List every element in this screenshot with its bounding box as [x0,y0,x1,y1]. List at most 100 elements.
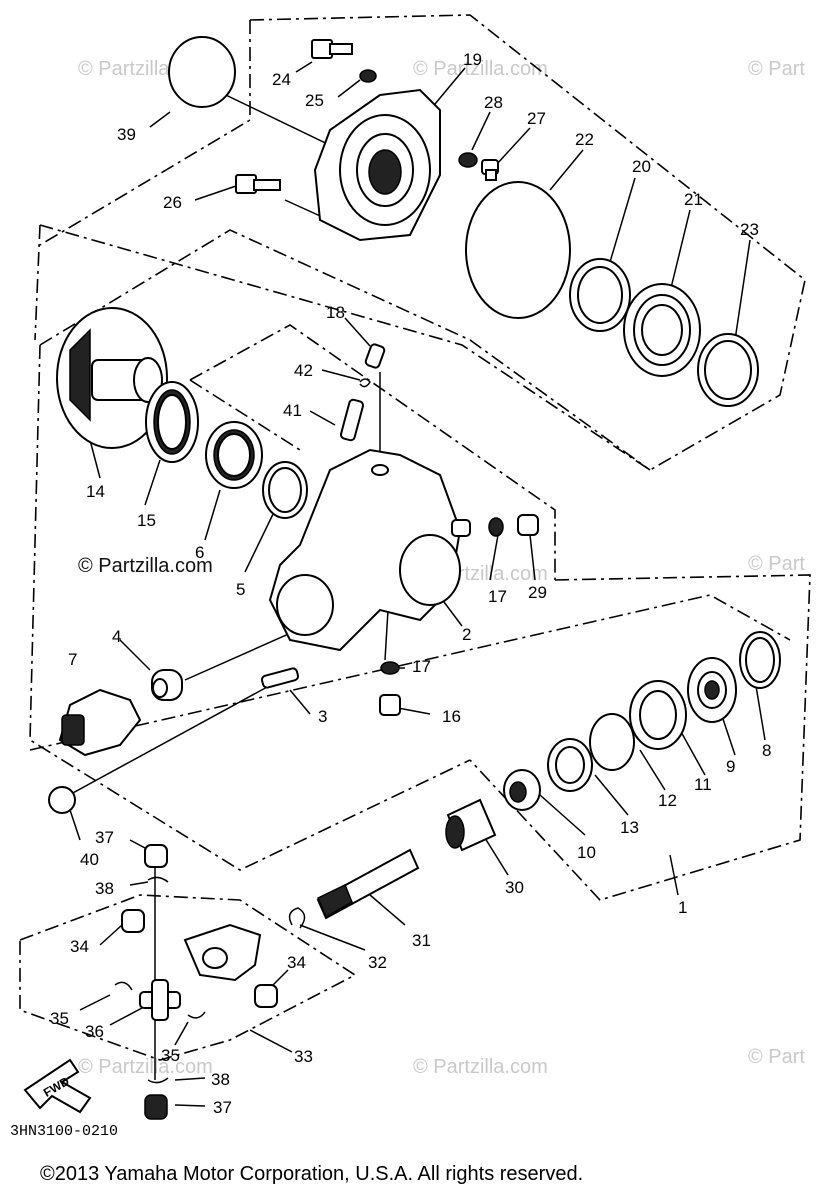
needle-bearing-30 [445,798,497,852]
watermark: © Partzilla.com [413,58,548,80]
callout-17: 17 [412,657,431,676]
clip-35-right [187,1011,206,1019]
seal-20 [569,258,631,332]
washer-28 [458,152,478,168]
callout-37: 37 [95,828,114,847]
callout-30: 30 [505,878,524,897]
pin-41 [339,398,365,442]
bearing-6 [205,421,263,489]
plug-27 [481,159,499,181]
bolt-24 [311,39,353,59]
shim-15 [145,381,199,463]
callout-5: 5 [236,580,245,599]
watermark-partial: © Part [748,553,805,575]
o-ring-39 [168,36,236,108]
clip-38-bottom [147,1077,169,1084]
washer-25 [359,69,377,83]
callout-12: 12 [658,791,677,810]
callout-21: 21 [684,190,703,209]
callout-40: 40 [80,850,99,869]
collar-10 [503,769,541,811]
callout-28: 28 [484,93,503,112]
shim-23 [697,333,759,407]
callout-41: 41 [283,401,302,420]
watermark: © Partzilla.com [413,1056,548,1078]
callout-38: 38 [95,879,114,898]
plug-16 [379,694,401,716]
watermark: © Partzilla.com [78,1056,213,1078]
bearing-retainer-11 [629,680,687,750]
callout-27: 27 [527,109,546,128]
watermark: © Partzilla.com [78,555,213,577]
bearing-cup-34-right [254,984,278,1008]
watermark-partial: © Part [748,1046,805,1068]
callout-15: 15 [137,511,156,530]
copyright-notice: ©2013 Yamaha Motor Corporation, U.S.A. A… [40,1163,583,1185]
gear-case-2 [268,448,471,652]
clip-38-top [147,876,169,883]
callout-34: 34 [287,953,306,972]
callout-24: 24 [272,70,291,89]
callout-1: 1 [678,898,687,917]
callout-17: 17 [488,587,507,606]
watermark-partial: © Part [748,58,805,80]
callout-38: 38 [211,1070,230,1089]
callout-3: 3 [318,707,327,726]
callout-35: 35 [161,1046,180,1065]
bearing-cup-37-bottom [144,1094,168,1120]
callout-33: 33 [294,1047,313,1066]
callout-36: 36 [85,1022,104,1041]
callout-29: 29 [528,583,547,602]
collar-4 [151,669,183,701]
o-ring-12 [589,713,635,771]
nut-40 [48,786,76,814]
callout-13: 13 [620,818,639,837]
fwd-arrow-icon: FWD [23,1058,92,1114]
bearing-cup-34-left [121,909,145,933]
clip-42 [359,378,371,388]
callout-23: 23 [740,220,759,239]
callout-10: 10 [577,843,596,862]
callout-22: 22 [575,130,594,149]
bolt-26 [235,174,281,194]
ring-gear-14 [56,307,168,449]
callout-35: 35 [50,1009,69,1028]
callout-37: 37 [213,1098,232,1117]
callout-11: 11 [694,775,712,794]
pinion-gear-7 [58,688,142,757]
callout-6: 6 [195,543,204,562]
universal-joint-yoke-33 [183,923,262,982]
housing-cover-19 [313,88,441,242]
callout-39: 39 [117,125,136,144]
callout-18: 18 [326,303,345,322]
bearing-cup-37-top [144,844,168,868]
stud-3 [260,667,300,689]
clip-35-left [114,981,133,991]
diagram-code: 3HN3100-0210 [10,1123,118,1140]
washer-17 [488,517,504,537]
callout-14: 14 [86,482,105,501]
o-ring-22 [465,181,571,319]
callout-32: 32 [368,953,387,972]
callout-2: 2 [462,625,471,644]
callout-9: 9 [726,757,735,776]
breather-18 [364,343,386,369]
callout-16: 16 [442,707,461,726]
parts: FWD [23,36,781,1120]
plug-29 [517,514,539,536]
seal-13 [547,738,593,792]
callout-20: 20 [632,157,651,176]
callout-34: 34 [70,937,89,956]
callout-42: 42 [294,361,313,380]
callout-8: 8 [762,741,771,760]
washer-17b [380,661,400,675]
callout-31: 31 [412,931,431,950]
watermarks: © Partzilla.com © Partzilla.com © Part ©… [78,58,805,1078]
callout-7: 7 [68,650,77,669]
group-outlines [19,14,811,1061]
bearing-21 [623,283,701,377]
shim-8 [739,631,781,689]
bearing-9 [687,657,737,723]
leader-lines [59,61,766,1107]
